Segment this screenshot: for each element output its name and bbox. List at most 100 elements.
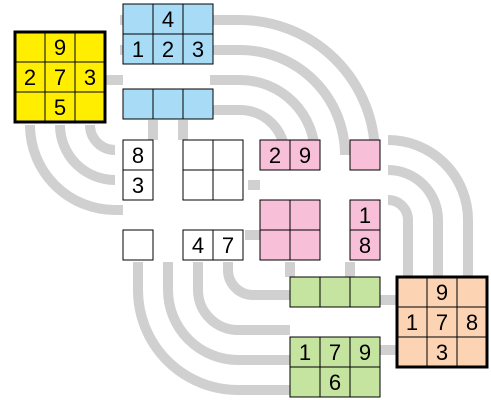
sudoku-cell[interactable]	[259, 139, 291, 171]
sudoku-cell[interactable]	[319, 366, 351, 398]
sudoku-cell[interactable]	[14, 91, 46, 123]
cell-digit: 1	[406, 310, 418, 335]
sudoku-cell[interactable]	[289, 199, 321, 231]
connector-pipe	[387, 135, 473, 277]
sudoku-cell[interactable]	[182, 88, 214, 120]
sudoku-cell[interactable]	[152, 33, 184, 65]
sudoku-cell[interactable]	[122, 229, 154, 261]
cell-digit: 1	[299, 340, 311, 365]
sudoku-cell[interactable]	[319, 276, 351, 308]
cell-digit: 2	[162, 37, 174, 62]
sudoku-cell[interactable]	[426, 306, 458, 338]
sudoku-cell[interactable]	[456, 336, 488, 368]
connector-pipe	[210, 75, 320, 156]
sudoku-cell[interactable]	[289, 366, 321, 398]
cell-digit: 9	[299, 143, 311, 168]
connector-pipes	[25, 15, 473, 395]
sudoku-cell[interactable]	[14, 31, 46, 63]
sudoku-cell[interactable]	[456, 306, 488, 338]
cell-digit: 1	[132, 37, 144, 62]
connector-pipe	[55, 124, 116, 185]
cell-digit: 9	[359, 340, 371, 365]
cell-digit: 1	[359, 203, 371, 228]
block-left-white: 83	[122, 139, 154, 261]
cell-digit: 4	[192, 233, 204, 258]
cell-digit: 7	[436, 310, 448, 335]
connector-pipe	[387, 165, 443, 277]
cell-digit: 3	[192, 37, 204, 62]
cell-digit: 3	[132, 173, 144, 198]
sudoku-cell[interactable]	[349, 229, 381, 261]
sudoku-cell[interactable]	[152, 3, 184, 35]
cell-digit: 7	[222, 233, 234, 258]
sudoku-cell[interactable]	[396, 336, 428, 368]
sudoku-cell[interactable]	[349, 139, 381, 171]
sudoku-cell[interactable]	[212, 229, 244, 261]
sudoku-cell[interactable]	[74, 61, 106, 93]
cell-digit: 6	[329, 370, 341, 395]
block-outline	[13, 30, 107, 124]
cell-digit: 8	[132, 143, 144, 168]
sudoku-cell[interactable]	[289, 276, 321, 308]
sudoku-cell[interactable]	[44, 31, 76, 63]
cell-digit: 3	[84, 65, 96, 90]
sudoku-cell[interactable]	[152, 88, 184, 120]
sudoku-cell[interactable]	[396, 276, 428, 308]
sudoku-cell[interactable]	[182, 169, 214, 201]
sudoku-cell[interactable]	[122, 169, 154, 201]
cell-digit: 9	[436, 280, 448, 305]
sudoku-cell[interactable]	[349, 276, 381, 308]
sudoku-cell[interactable]	[44, 61, 76, 93]
sudoku-cell[interactable]	[349, 199, 381, 231]
connector-pipe	[120, 15, 380, 156]
cell-digit: 8	[359, 233, 371, 258]
cell-digit: 9	[54, 35, 66, 60]
sudoku-cell[interactable]	[289, 229, 321, 261]
connector-pipe	[193, 262, 290, 335]
cell-digit: 2	[24, 65, 36, 90]
sudoku-cell[interactable]	[212, 139, 244, 171]
sudoku-cell[interactable]	[182, 3, 214, 35]
cell-digit: 3	[436, 340, 448, 365]
sudoku-cell[interactable]	[349, 366, 381, 398]
connector-pipe	[25, 124, 123, 215]
cell-digit: 2	[269, 143, 281, 168]
cell-digit: 8	[466, 310, 478, 335]
cell-digit: 4	[162, 7, 174, 32]
sudoku-cell[interactable]	[259, 199, 291, 231]
sudoku-cell[interactable]	[456, 276, 488, 308]
sudoku-cell[interactable]	[349, 336, 381, 368]
cell-digit: 7	[54, 65, 66, 90]
cell-digit: 7	[329, 340, 341, 365]
sudoku-cell[interactable]	[122, 88, 154, 120]
sudoku-cell[interactable]	[426, 276, 458, 308]
connector-pipe	[85, 124, 116, 155]
connector-pipe	[120, 45, 350, 156]
sudoku-cell[interactable]	[122, 3, 154, 35]
sudoku-cell[interactable]	[74, 31, 106, 63]
connector-pipe	[163, 262, 290, 365]
sudoku-cell[interactable]	[289, 139, 321, 171]
sudoku-cell[interactable]	[212, 169, 244, 201]
block-outline	[395, 275, 489, 369]
sudoku-cell[interactable]	[259, 229, 291, 261]
sudoku-cell[interactable]	[182, 139, 214, 171]
connector-pipe	[223, 262, 290, 300]
sudoku-cell[interactable]	[74, 91, 106, 123]
sudoku-cell[interactable]	[182, 33, 214, 65]
sudoku-cell[interactable]	[319, 336, 351, 368]
sudoku-cell[interactable]	[426, 336, 458, 368]
connector-pipe	[133, 262, 290, 395]
cell-digit: 5	[54, 95, 66, 120]
connector-pipe	[387, 195, 413, 277]
sudoku-cell[interactable]	[122, 139, 154, 171]
